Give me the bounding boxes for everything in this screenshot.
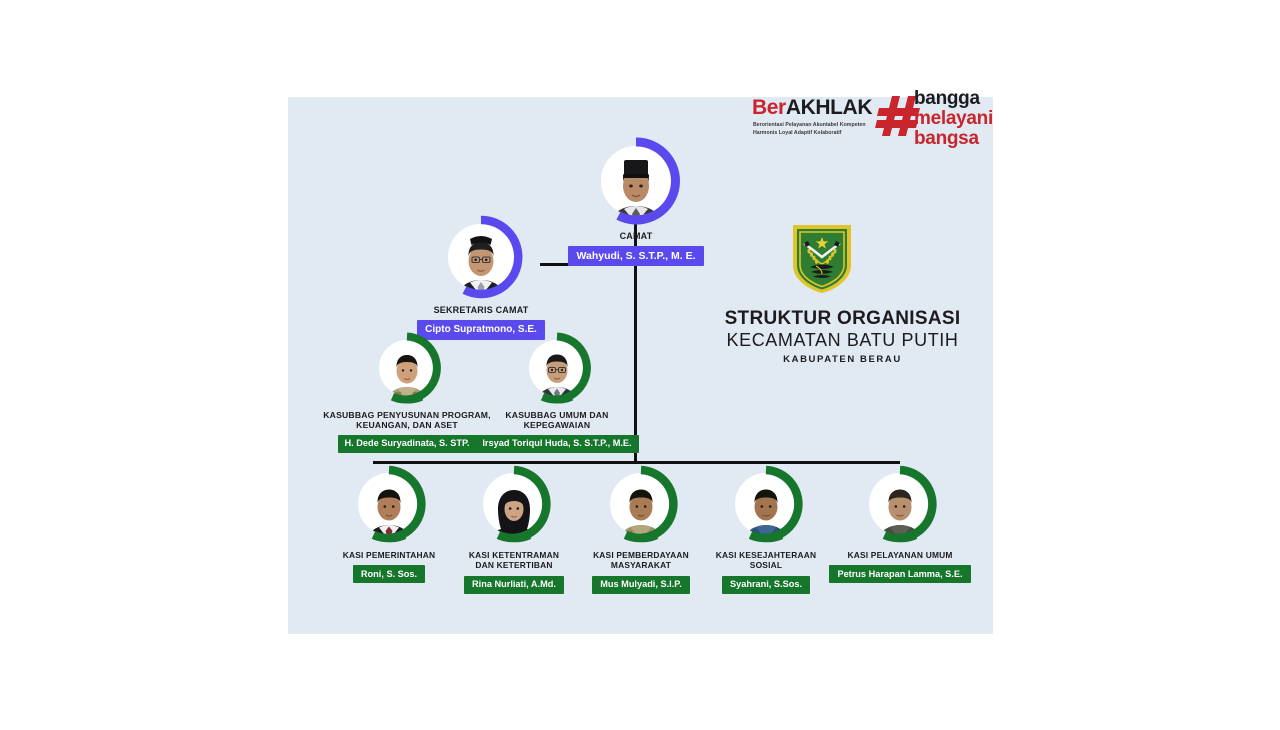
title-line-3: KABUPATEN BERAU xyxy=(783,354,902,366)
kasubbag-1-photo xyxy=(379,340,435,396)
kasubbag-1-ring xyxy=(390,332,441,404)
kasi-4-name: Syahrani, S.Sos. xyxy=(722,575,810,594)
kasi-2-role: KASI KETENTRAMAN DAN KETERTIBAN xyxy=(468,550,560,571)
slogan-line-3: bangsa xyxy=(914,127,979,149)
camat-ring xyxy=(616,137,680,225)
node-kasubbag-umum-kepegawaian[interactable]: KASUBBAG UMUM DAN KEPEGAWAIAN Irsyad Tor… xyxy=(467,332,647,454)
berakhlak-tagline: Berorientasi Pelayanan Akuntabel Kompete… xyxy=(753,122,866,137)
node-sekretaris-camat[interactable]: SEKRETARIS CAMAT Cipto Supratmono, S.E. xyxy=(386,215,576,340)
kasubbag-1-role: KASUBBAG PENYUSUNAN PROGRAM, KEUANGAN, D… xyxy=(323,410,491,431)
kasi-2-avatar xyxy=(475,465,553,543)
berakhlak-prefix: Ber xyxy=(752,96,786,119)
berakhlak-wordmark: BerAKHLAK xyxy=(752,96,872,120)
node-camat[interactable]: CAMAT Wahyudi, S. S.T.P., M. E. xyxy=(551,137,721,267)
kabupaten-berau-emblem xyxy=(790,222,854,296)
sekretaris-role: SEKRETARIS CAMAT xyxy=(433,305,529,315)
kasubbag-2-ring xyxy=(540,332,591,404)
kasi-1-avatar xyxy=(350,465,428,543)
org-chart-panel: CAMAT Wahyudi, S. S.T.P., M. E. xyxy=(288,89,993,634)
kasi-4-ring xyxy=(748,465,803,543)
kasi-4-role: KASI KESEJAHTERAAN SOSIAL xyxy=(715,550,817,571)
sekretaris-ring xyxy=(462,215,523,299)
kasi-2-ring xyxy=(496,465,551,543)
title-block: STRUKTUR ORGANISASI KECAMATAN BATU PUTIH… xyxy=(700,308,985,365)
kasi-3-photo xyxy=(610,473,672,535)
kasi-1-name: Roni, S. Sos. xyxy=(352,565,426,584)
sekretaris-photo xyxy=(448,224,514,290)
node-kasi-kesejahteraan-sosial[interactable]: KASI KESEJAHTERAAN SOSIAL Syahrani, S.So… xyxy=(696,465,836,594)
kasubbag-2-name: Irsyad Toriqul Huda, S. S.T.P., M.E. xyxy=(475,434,639,454)
node-kasi-pelayanan-umum[interactable]: KASI PELAYANAN UMUM Petrus Harapan Lamma… xyxy=(820,465,980,584)
kasi-4-avatar xyxy=(727,465,805,543)
kasi-5-name: Petrus Harapan Lamma, S.E. xyxy=(829,565,971,584)
kasi-2-name: Rina Nurliati, A.Md. xyxy=(464,575,564,594)
connector-section-bar xyxy=(373,461,900,464)
title-line-1: STRUKTUR ORGANISASI xyxy=(724,308,961,329)
kasubbag-2-role: KASUBBAG UMUM DAN KEPEGAWAIAN xyxy=(505,410,609,431)
node-kasubbag-penyusunan-program[interactable]: KASUBBAG PENYUSUNAN PROGRAM, KEUANGAN, D… xyxy=(319,332,495,454)
kasi-5-role: KASI PELAYANAN UMUM xyxy=(847,550,953,560)
kasi-1-role: KASI PEMERINTAHAN xyxy=(342,550,436,560)
kasi-1-ring xyxy=(371,465,426,543)
connector-trunk-vertical xyxy=(634,220,637,462)
kasi-3-role: KASI PEMBERDAYAAN MASYARAKAT xyxy=(593,550,689,571)
slogan-line-2: melayani xyxy=(914,107,993,129)
hash-icon xyxy=(874,90,926,142)
kasubbag-1-name: H. Dede Suryadinata, S. STP. xyxy=(337,434,477,454)
kasi-5-avatar xyxy=(861,465,939,543)
node-kasi-ketentraman-ketertiban[interactable]: KASI KETENTRAMAN DAN KETERTIBAN Rina Nur… xyxy=(444,465,584,594)
kasi-3-avatar xyxy=(602,465,680,543)
camat-role: CAMAT xyxy=(619,231,653,241)
sekretaris-avatar xyxy=(439,215,523,299)
berakhlak-suffix: AKHLAK xyxy=(785,96,873,119)
berakhlak-logo: BerAKHLAK Berorientasi Pelayanan Akuntab… xyxy=(752,88,998,148)
kasi-3-ring xyxy=(623,465,678,543)
kasubbag-1-avatar xyxy=(371,332,443,404)
sekretaris-name: Cipto Supratmono, S.E. xyxy=(417,319,545,340)
kasubbag-2-photo xyxy=(529,340,585,396)
berakhlak-slogan: bangga melayani bangsa xyxy=(914,89,993,148)
kasi-3-name: Mus Mulyadi, S.I.P. xyxy=(592,575,690,594)
kasi-5-ring xyxy=(882,465,937,543)
node-kasi-pemerintahan[interactable]: KASI PEMERINTAHAN Roni, S. Sos. xyxy=(314,465,464,584)
kasubbag-2-avatar xyxy=(521,332,593,404)
title-line-2: KECAMATAN BATU PUTIH xyxy=(726,329,959,350)
slogan-line-1: bangga xyxy=(914,88,980,109)
camat-name: Wahyudi, S. S.T.P., M. E. xyxy=(568,245,704,267)
camat-photo xyxy=(601,146,671,216)
camat-avatar xyxy=(592,137,680,225)
node-kasi-pemberdayaan-masyarakat[interactable]: KASI PEMBERDAYAAN MASYARAKAT Mus Mulyadi… xyxy=(571,465,711,594)
